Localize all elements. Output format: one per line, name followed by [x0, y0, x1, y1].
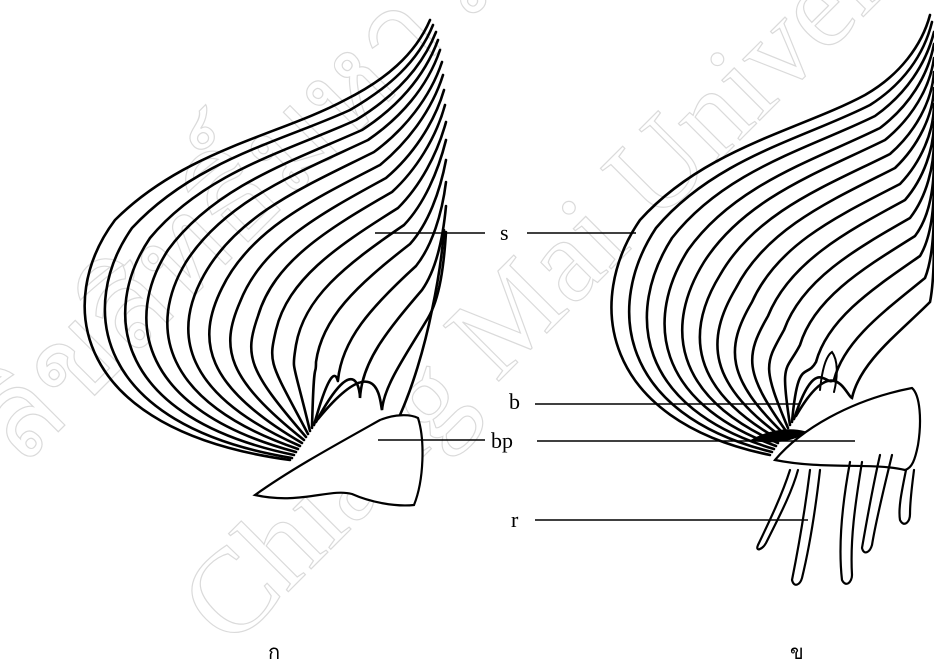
label-s: s: [500, 220, 509, 245]
label-r: r: [511, 507, 519, 532]
panel-label-right: ข: [790, 640, 804, 664]
basal-plate-right: [775, 388, 920, 470]
root-5: [899, 470, 914, 524]
root-1: [757, 470, 798, 549]
root-3: [840, 462, 862, 584]
root-4: [862, 455, 892, 552]
bud-tip-right: [820, 352, 837, 392]
root-2: [792, 470, 820, 585]
label-bp: bp: [491, 428, 513, 453]
label-b: b: [509, 389, 520, 414]
panel-label-left: ก: [268, 640, 280, 664]
